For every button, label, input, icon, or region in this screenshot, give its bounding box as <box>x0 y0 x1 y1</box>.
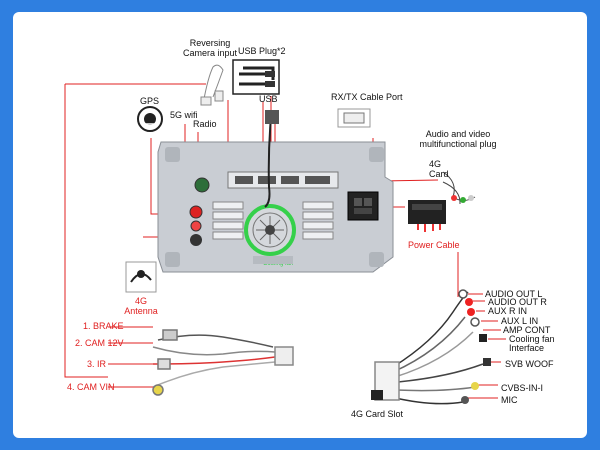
power-cable-connector <box>408 200 446 232</box>
harness-label-aux-r-in: AUX R IN <box>488 306 528 316</box>
rxtx-port <box>337 108 371 128</box>
harness-label-audio-out-r: AUDIO OUT R <box>488 297 547 307</box>
harness-label-ir: 3. IR <box>87 359 107 369</box>
diagram-canvas: Cooling fan <box>13 12 587 438</box>
harness-label-cam-vin: 4. CAM VIN <box>67 382 115 392</box>
harness-label-svb-woof: SVB WOOF <box>505 359 554 369</box>
4g-card-label: 4G Card <box>429 159 449 179</box>
4g-antenna <box>125 261 157 293</box>
harness-label-cooling-fan: Cooling fan <box>509 334 555 344</box>
4g-antenna-label: 4G Antenna <box>113 296 169 316</box>
rxtx-label: RX/TX Cable Port <box>331 92 403 102</box>
4g-card <box>442 171 476 205</box>
usb-label: USB <box>259 94 278 104</box>
harness-label-mic: MIC <box>501 395 518 405</box>
4g-antenna-line2: Antenna <box>124 306 158 316</box>
reversing-camera-line2: Camera input <box>182 48 238 58</box>
harness-label-brake: 1. BRAKE <box>83 321 124 331</box>
wifi-label: 5G wifi <box>170 110 198 120</box>
reversing-camera-cable <box>200 64 224 106</box>
power-cable-label: Power Cable <box>408 240 460 250</box>
harness-label-cvbs-in: CVBS-IN-I <box>501 383 544 393</box>
gps-antenna <box>137 106 163 132</box>
wiring-diagram: Cooling fan <box>64 59 506 405</box>
radio-label: Radio <box>193 119 217 129</box>
head-unit: Cooling fan <box>157 141 394 273</box>
harness-label-audio-out-l: AUDIO OUT L <box>485 289 543 299</box>
gps-label: GPS <box>140 96 160 106</box>
usb-cable <box>264 110 279 208</box>
4g-card-line1: 4G <box>429 159 442 169</box>
av-plug-line1: Audio and video <box>425 129 491 139</box>
left-wire-harness <box>152 329 294 396</box>
right-wire-harness <box>371 289 491 405</box>
4g-antenna-line1: 4G <box>134 296 147 306</box>
av-plug-label: Audio and video multifunctional plug <box>413 129 503 149</box>
harness-label-interface: Interface <box>509 343 545 353</box>
harness-label-amp-cont: AMP CONT <box>503 325 551 335</box>
4g-card-line2: Card <box>429 169 449 179</box>
harness-label-cam-12v: 2. CAM 12V <box>75 338 124 348</box>
reversing-camera-label: Reversing Camera input <box>175 38 245 58</box>
usb-plug-label: USB Plug*2 <box>238 46 286 56</box>
usb-plugs <box>232 59 280 95</box>
av-plug-line2: multifunctional plug <box>419 139 497 149</box>
harness-label-aux-l-in: AUX L IN <box>501 316 539 326</box>
reversing-camera-line1: Reversing <box>189 38 231 48</box>
4g-card-slot-label: 4G Card Slot <box>351 409 404 419</box>
